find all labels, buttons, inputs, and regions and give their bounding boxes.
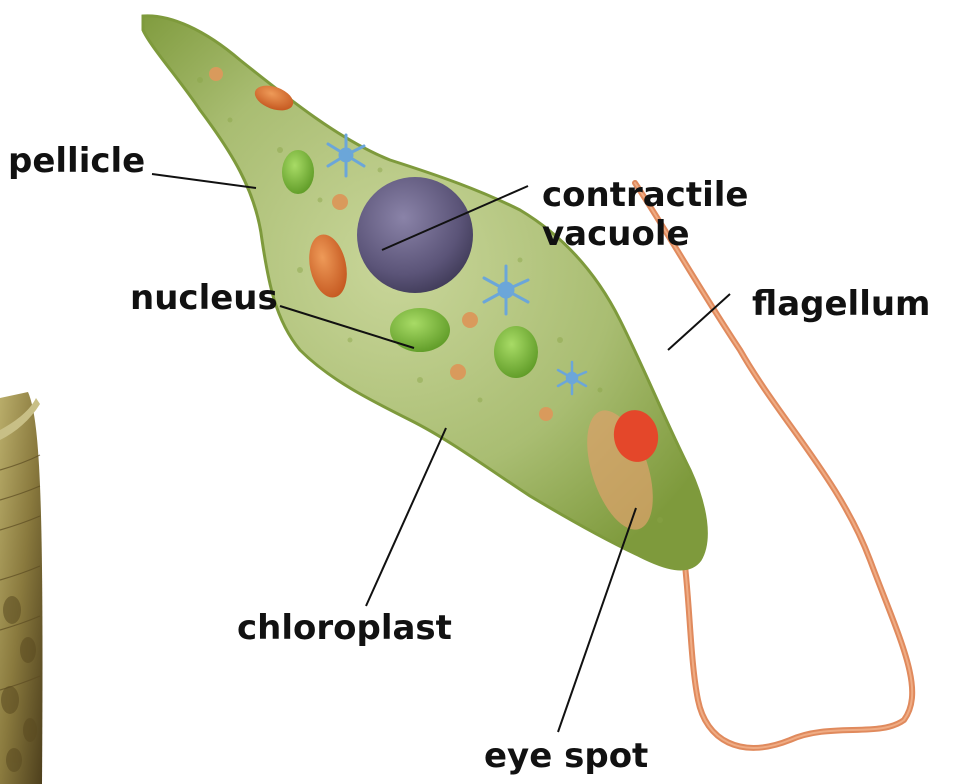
label-nucleus: nucleus	[130, 279, 278, 318]
granule	[539, 407, 553, 421]
label-contractile-line2: vacuole	[542, 215, 748, 254]
label-flagellum: flagellum	[752, 285, 930, 324]
leader-eye-spot	[558, 508, 636, 732]
granule	[462, 312, 478, 328]
label-contractile-vacuole: contractile vacuole	[542, 176, 748, 254]
granule	[450, 364, 466, 380]
leader-chloroplast	[366, 428, 446, 606]
leader-pellicle	[152, 174, 256, 188]
sem-inset-image	[0, 392, 42, 784]
chloroplast	[282, 150, 314, 194]
granule	[332, 194, 348, 210]
granule	[209, 67, 223, 81]
chloroplast	[494, 326, 538, 378]
label-pellicle: pellicle	[8, 142, 145, 181]
label-chloroplast: chloroplast	[237, 609, 452, 648]
label-contractile-line1: contractile	[542, 176, 748, 215]
chloroplast	[390, 308, 450, 352]
label-eye-spot: eye spot	[484, 737, 648, 776]
